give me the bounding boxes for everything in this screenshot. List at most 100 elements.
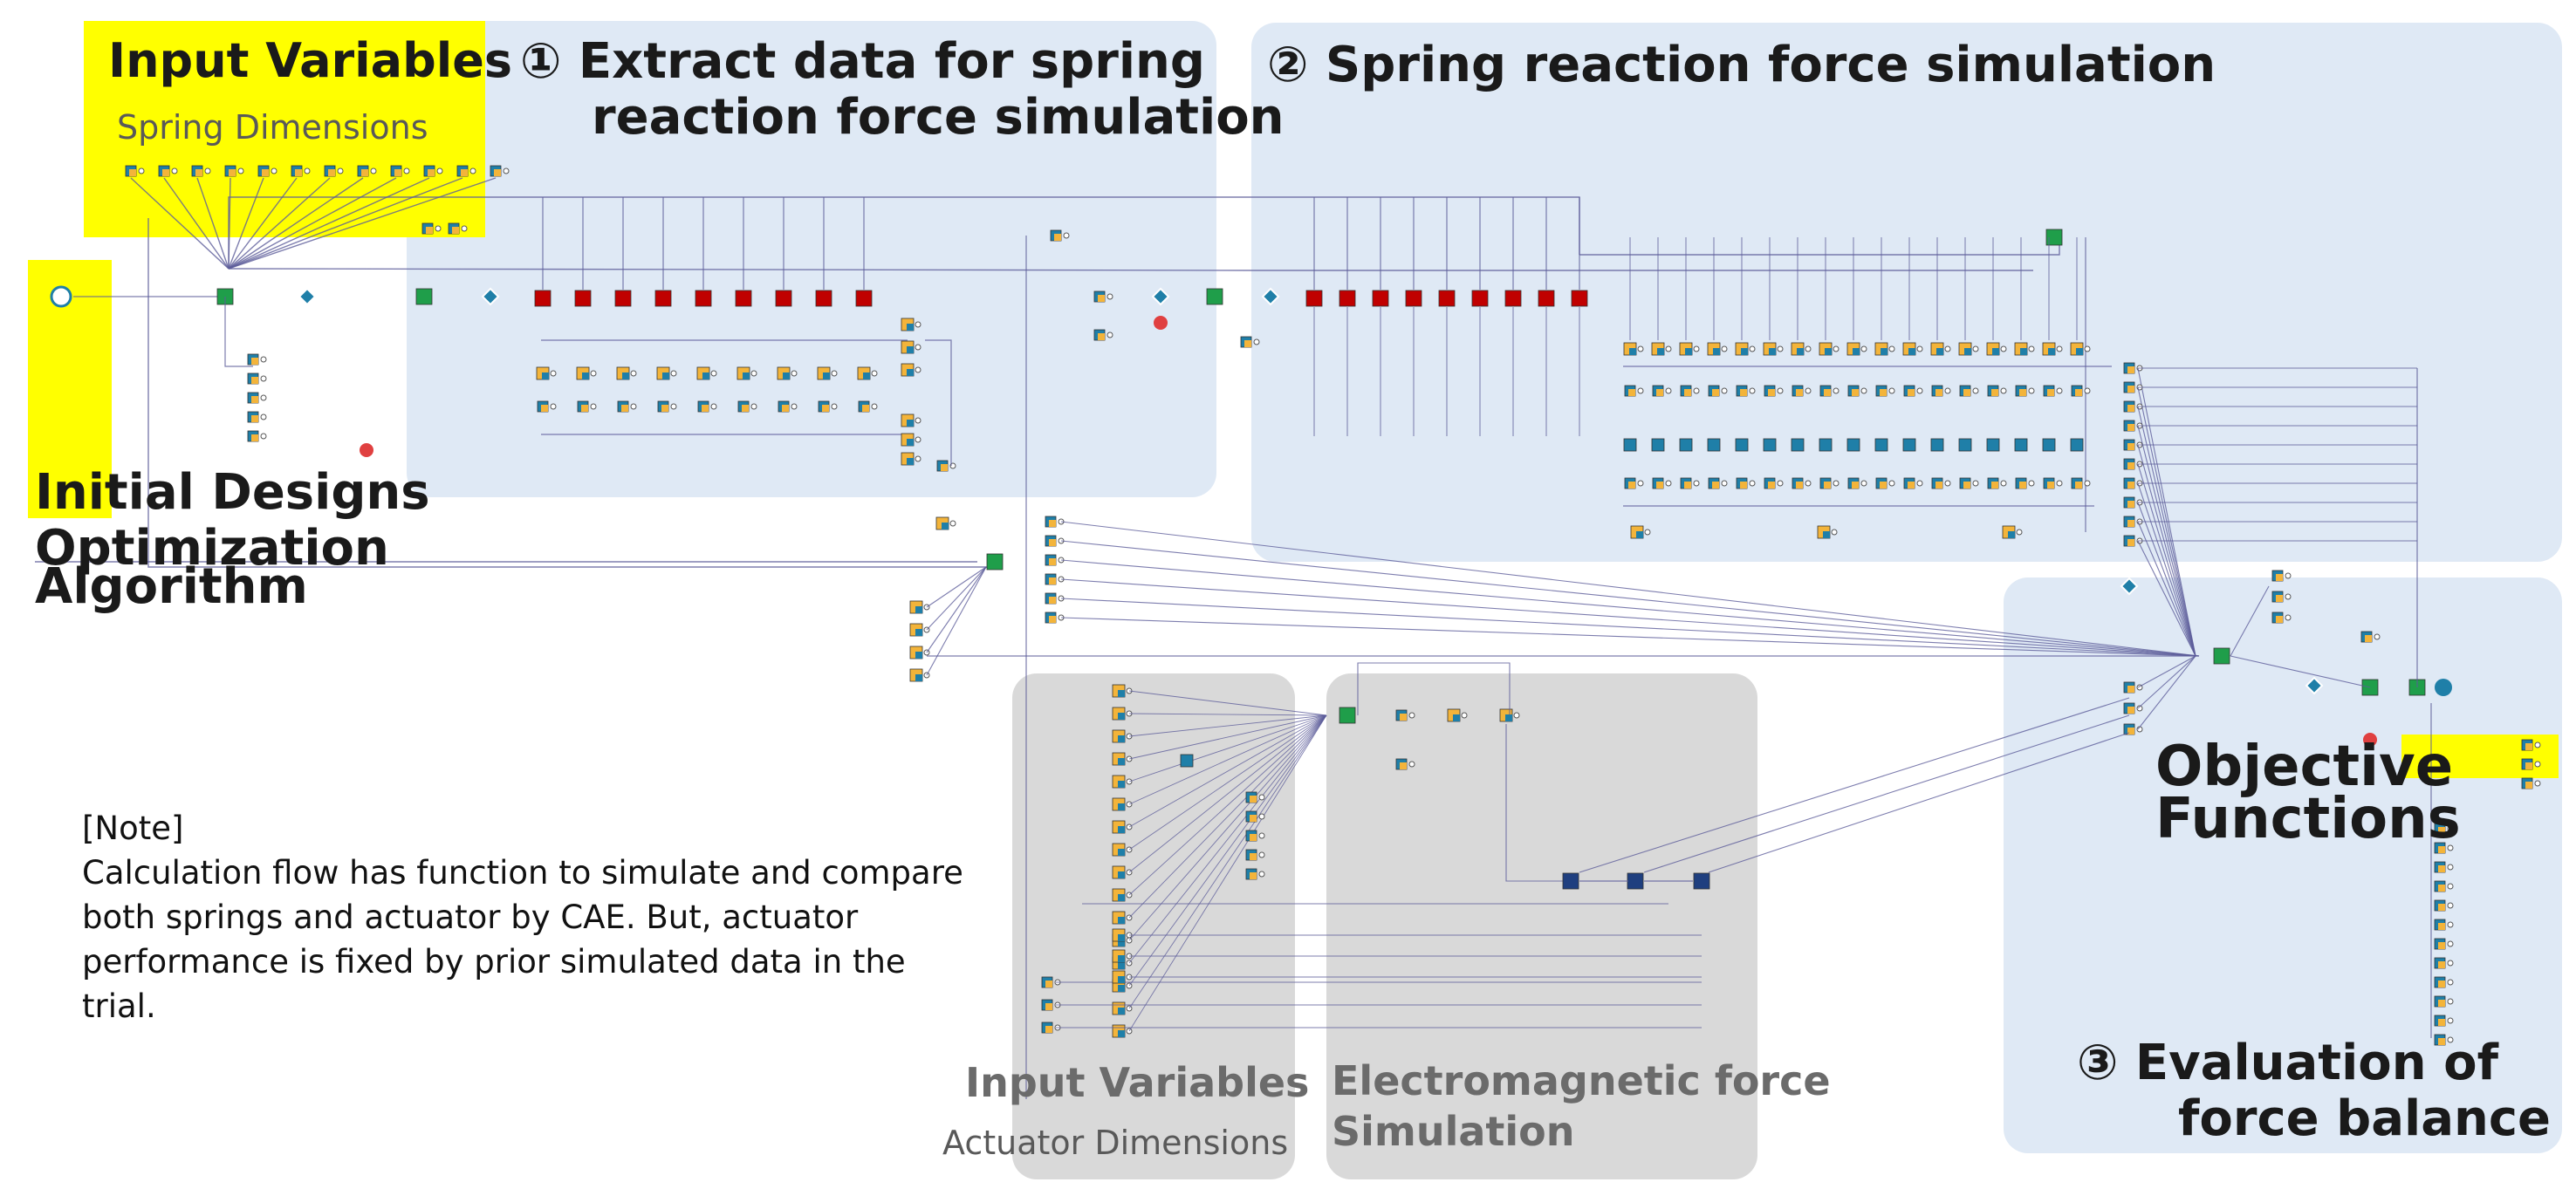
orange-node-icon — [1118, 735, 1125, 742]
port-icon — [1063, 232, 1070, 239]
orange-node-icon — [907, 420, 914, 427]
flow-wire — [1505, 724, 1571, 882]
data-node-icon — [2047, 482, 2054, 489]
orange-node-icon — [1118, 849, 1125, 856]
orange-node-icon — [1797, 348, 1804, 355]
initial-design-line3: Algorithm — [35, 558, 308, 615]
data-node-icon — [2365, 635, 2372, 642]
port-icon — [2000, 345, 2007, 352]
port-icon — [1258, 871, 1265, 878]
flow-wire — [228, 177, 497, 270]
port-icon — [2447, 979, 2454, 986]
data-node-icon — [661, 405, 668, 412]
process-node-icon — [986, 553, 1004, 571]
orange-node-icon — [743, 372, 750, 379]
orange-node-icon — [1636, 531, 1643, 538]
orange-node-icon — [1118, 871, 1125, 878]
orange-node-icon — [1825, 348, 1832, 355]
port-icon — [1944, 387, 1951, 394]
flow-wire — [1128, 714, 1327, 987]
data-node-icon — [1045, 1003, 1052, 1010]
data-node-icon — [1400, 714, 1407, 721]
port-icon — [138, 167, 145, 174]
input-actuator-subtitle: Actuator Dimensions — [942, 1124, 1289, 1162]
port-icon — [710, 370, 717, 377]
flow-wire — [1708, 732, 2130, 873]
data-node-icon — [1656, 389, 1663, 396]
data-node-icon — [394, 169, 401, 176]
calc-node-icon — [1986, 438, 2000, 452]
port-icon — [1860, 387, 1867, 394]
flow-wire — [2137, 540, 2196, 657]
port-icon — [590, 370, 597, 377]
port-icon — [949, 520, 956, 527]
orange-node-icon — [1118, 803, 1125, 810]
note-line-4: trial. — [82, 987, 156, 1025]
data-node-icon — [2019, 389, 2026, 396]
data-node-icon — [1796, 389, 1803, 396]
port-icon — [2000, 387, 2007, 394]
data-node-icon — [1684, 482, 1691, 489]
diamond-icon — [1261, 287, 1280, 306]
error-icon — [360, 443, 373, 457]
data-node-icon — [2438, 1000, 2445, 1007]
flow-wire — [1579, 237, 2060, 256]
port-icon — [2447, 1036, 2454, 1043]
port-icon — [2447, 825, 2454, 832]
data-node-icon — [2525, 743, 2532, 750]
data-node-icon — [2438, 942, 2445, 949]
red-node-icon — [1372, 290, 1389, 307]
port-icon — [260, 375, 267, 382]
port-icon — [503, 167, 510, 174]
port-icon — [2136, 705, 2143, 712]
spring-sim-title: ② Spring reaction force simulation — [1267, 37, 2216, 93]
data-node-icon — [1852, 389, 1859, 396]
orange-node-icon — [582, 372, 589, 379]
data-node-icon — [1768, 482, 1775, 489]
data-node-icon — [702, 405, 709, 412]
orange-node-icon — [2020, 348, 2027, 355]
data-node-icon — [2127, 482, 2134, 489]
port-icon — [2447, 883, 2454, 890]
red-node-icon — [815, 290, 832, 307]
port-icon — [1805, 345, 1812, 352]
flow-wire — [1643, 714, 2130, 873]
port-icon — [2028, 345, 2035, 352]
data-node-icon — [1400, 762, 1407, 769]
flow-wire — [1128, 714, 1327, 805]
flow-wire — [926, 566, 987, 653]
data-node-icon — [251, 358, 258, 365]
port-icon — [260, 356, 267, 363]
port-icon — [915, 436, 921, 443]
diamond-icon — [2305, 676, 2324, 695]
flow-wire — [1357, 662, 1511, 715]
port-icon — [2084, 387, 2091, 394]
data-node-icon — [742, 405, 749, 412]
port-icon — [2447, 1017, 2454, 1024]
data-node-icon — [1991, 482, 1998, 489]
calc-node-icon — [1651, 438, 1665, 452]
port-icon — [337, 167, 344, 174]
orange-node-icon — [1118, 962, 1125, 969]
port-icon — [791, 403, 798, 410]
data-node-icon — [2127, 707, 2134, 714]
data-node-icon — [1049, 577, 1056, 584]
port-icon — [670, 403, 677, 410]
orange-node-icon — [1629, 348, 1636, 355]
data-node-icon — [1250, 796, 1257, 803]
data-node-icon — [1852, 482, 1859, 489]
data-node-icon — [2438, 904, 2445, 911]
calc-node-icon — [1846, 438, 1860, 452]
spring-sim-panel — [1251, 23, 2562, 562]
em-node-icon — [1562, 872, 1579, 890]
red-node-icon — [1571, 290, 1588, 307]
evaluation-title-line1: ③ Evaluation of — [2077, 1035, 2498, 1091]
data-node-icon — [1628, 389, 1635, 396]
initial-design-line1: Initial Designs — [35, 464, 430, 521]
orange-node-icon — [915, 652, 922, 659]
port-icon — [1888, 480, 1895, 487]
port-icon — [2447, 844, 2454, 851]
input-spring-subtitle: Spring Dimensions — [117, 108, 428, 147]
actuator-input-panel — [1012, 673, 1295, 1179]
check-icon — [2435, 679, 2452, 696]
